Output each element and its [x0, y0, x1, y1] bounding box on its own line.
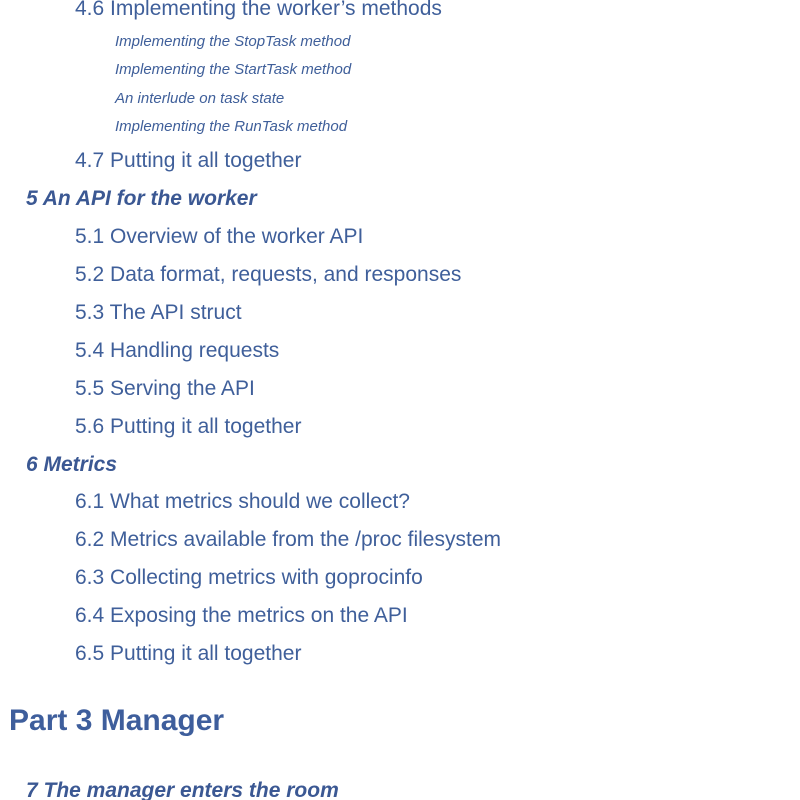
toc-section-6-2[interactable]: 6.2 Metrics available from the /proc fil…: [75, 528, 501, 551]
toc-chapter-6[interactable]: 6 Metrics: [26, 453, 118, 476]
toc-subsection-stoptask[interactable]: Implementing the StopTask method: [115, 33, 351, 50]
toc-section-6-5[interactable]: 6.5 Putting it all together: [75, 642, 302, 665]
toc-chapter-7[interactable]: 7 The manager enters the room: [26, 779, 339, 800]
toc-section-6-4[interactable]: 6.4 Exposing the metrics on the API: [75, 604, 408, 627]
toc-chapter-5[interactable]: 5 An API for the worker: [26, 187, 257, 210]
toc-section-5-4[interactable]: 5.4 Handling requests: [75, 339, 280, 362]
toc-section-4-6[interactable]: 4.6 Implementing the worker’s methods: [75, 0, 442, 20]
toc-section-5-6[interactable]: 5.6 Putting it all together: [75, 415, 302, 438]
toc-section-6-3[interactable]: 6.3 Collecting metrics with goprocinfo: [75, 566, 423, 589]
toc-section-4-7[interactable]: 4.7 Putting it all together: [75, 149, 302, 172]
toc-subsection-task-state[interactable]: An interlude on task state: [115, 90, 285, 107]
toc-section-6-1[interactable]: 6.1 What metrics should we collect?: [75, 490, 410, 513]
toc-section-5-1[interactable]: 5.1 Overview of the worker API: [75, 225, 364, 248]
toc-subsection-runtask[interactable]: Implementing the RunTask method: [115, 118, 348, 135]
toc-section-5-2[interactable]: 5.2 Data format, requests, and responses: [75, 263, 462, 286]
toc-part-3-heading[interactable]: Part 3 Manager: [9, 704, 225, 737]
toc-section-5-3[interactable]: 5.3 The API struct: [75, 301, 242, 324]
toc-subsection-starttask[interactable]: Implementing the StartTask method: [115, 61, 352, 78]
toc-section-5-5[interactable]: 5.5 Serving the API: [75, 377, 255, 400]
